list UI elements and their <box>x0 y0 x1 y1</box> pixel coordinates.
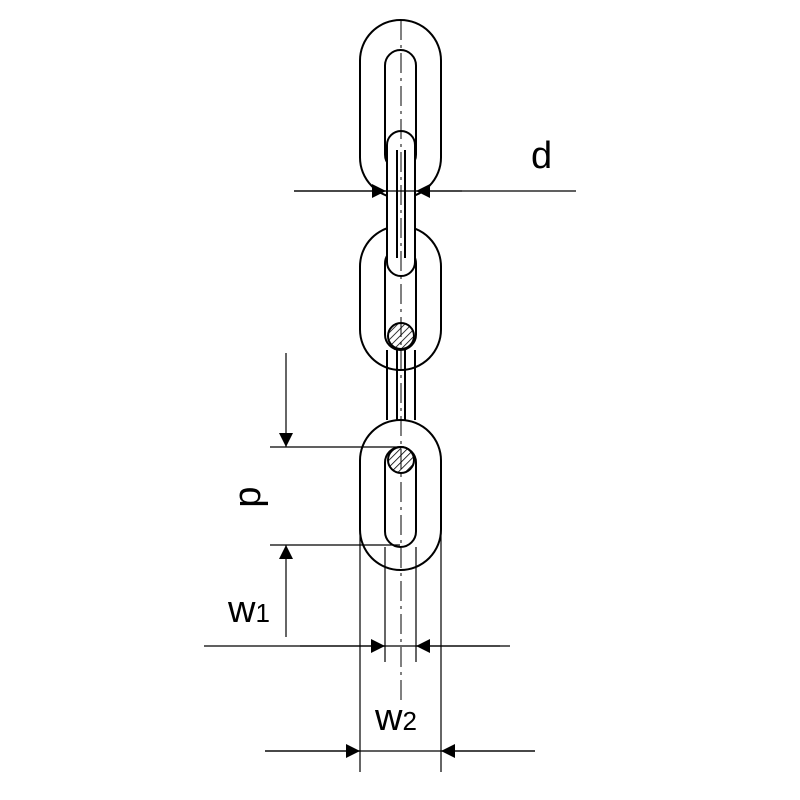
dimension-w2 <box>265 530 535 772</box>
label-d: d <box>531 135 552 177</box>
label-p: p <box>227 486 269 507</box>
dimensions <box>204 184 576 772</box>
dimension-p <box>270 353 400 637</box>
dimension-w1 <box>204 547 510 662</box>
label-w2-main: w <box>374 697 403 739</box>
label-w2: w2 <box>374 697 417 739</box>
label-w1-main: w <box>227 589 256 631</box>
chain-link-side-lower <box>386 350 416 420</box>
label-w2-subscript: 2 <box>402 706 416 736</box>
label-w1: w1 <box>227 589 270 631</box>
label-w1-subscript: 1 <box>255 598 269 628</box>
